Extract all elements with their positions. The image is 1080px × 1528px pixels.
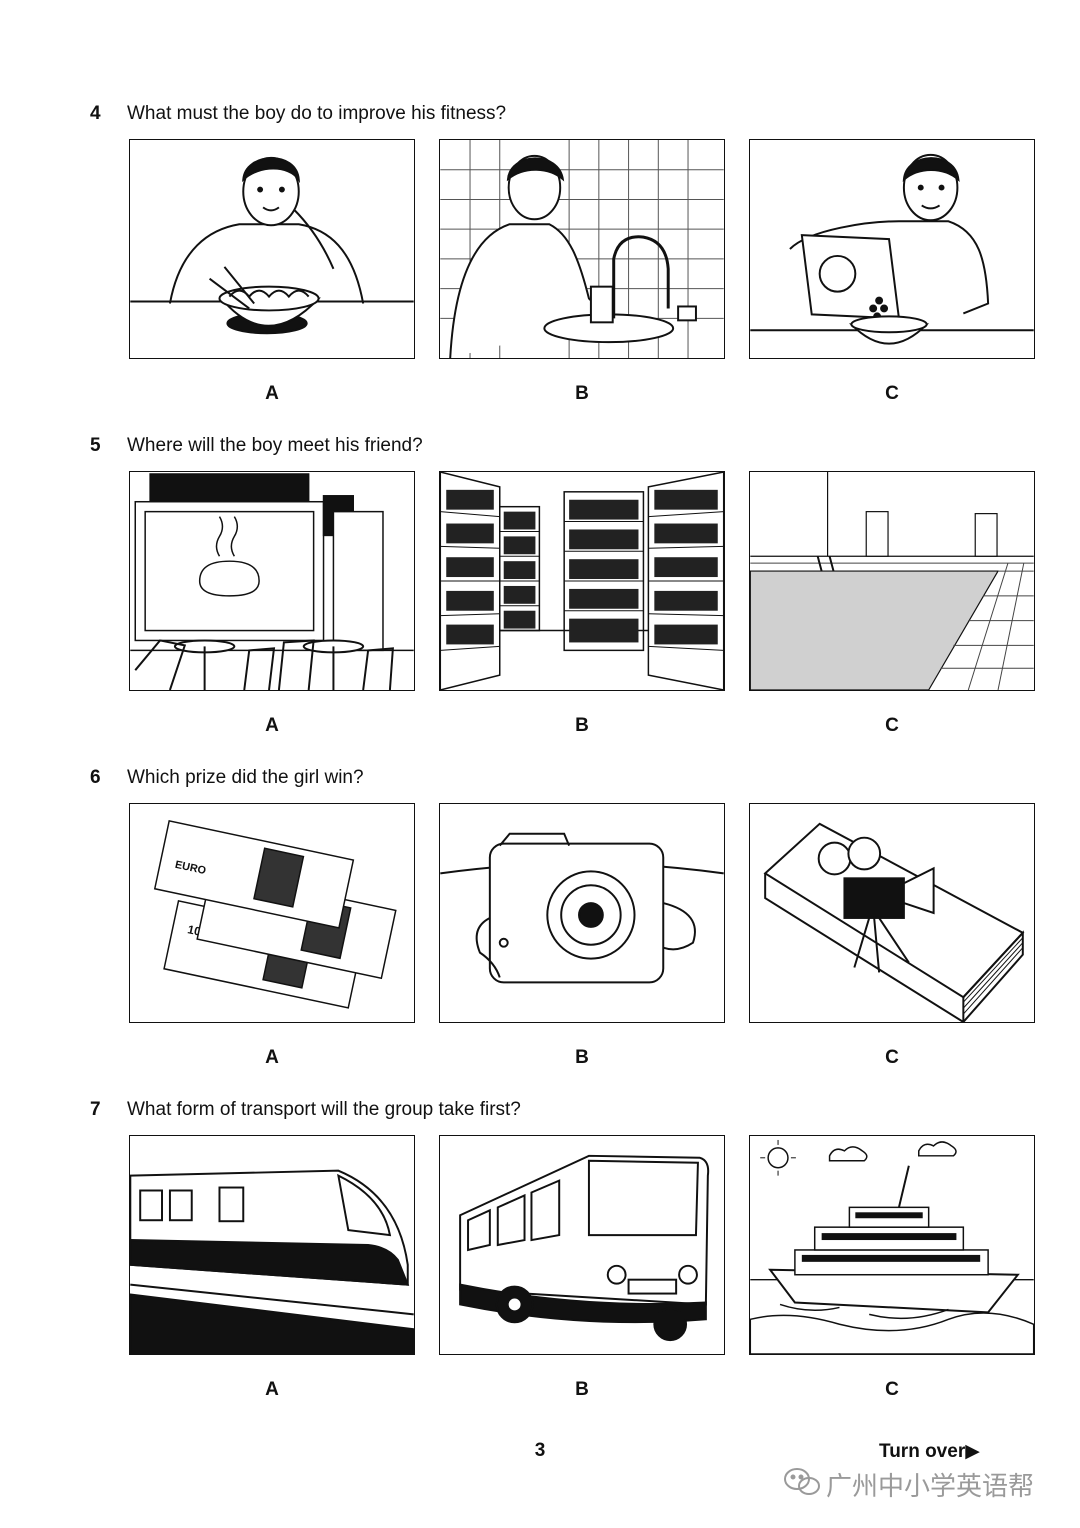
question-text: Where will the boy meet his friend? <box>127 435 423 456</box>
question-line: 5 Where will the boy meet his friend? <box>90 435 423 457</box>
wechat-icon <box>782 1466 822 1503</box>
question-line: 4 What must the boy do to improve his fit… <box>90 103 506 125</box>
option-label: C <box>885 1379 899 1400</box>
option-label: B <box>575 1379 589 1400</box>
option-picture-film-book[interactable] <box>749 803 1035 1023</box>
option-label: C <box>885 383 899 404</box>
question-text: What form of transport will the group ta… <box>127 1099 521 1120</box>
cafe-sign-text <box>227 481 231 498</box>
option-label: A <box>265 1047 279 1068</box>
option-label: C <box>885 715 899 736</box>
option-picture-boy-drinking-water[interactable] <box>439 139 725 359</box>
turn-over-label: Turn over▶ <box>879 1441 980 1462</box>
question-text: What must the boy do to improve his fitn… <box>127 103 507 124</box>
question-number: 4 <box>90 103 101 124</box>
option-label: A <box>265 1379 279 1400</box>
question-5: 5 Where will the boy meet his friend? <box>0 435 1080 755</box>
option-label: A <box>265 383 279 404</box>
question-4: 4 What must the boy do to improve his fit… <box>0 103 1080 423</box>
option-picture-bus[interactable] <box>439 1135 725 1355</box>
option-picture-camera[interactable] <box>439 803 725 1023</box>
option-picture-cafe[interactable] <box>129 471 415 691</box>
question-7: 7 What form of transport will the group t… <box>0 1099 1080 1419</box>
option-picture-train[interactable] <box>129 1135 415 1355</box>
question-number: 5 <box>90 435 101 456</box>
watermark-text: 广州中小学英语帮 <box>826 1471 1035 1501</box>
option-label: B <box>575 383 589 404</box>
option-label: B <box>575 1047 589 1068</box>
question-text: Which prize did the girl win? <box>127 767 364 788</box>
question-number: 6 <box>90 767 101 788</box>
option-picture-boy-pouring-cereal[interactable] <box>749 139 1035 359</box>
camera-brand <box>529 868 532 880</box>
question-line: 7 What form of transport will the group t… <box>90 1099 521 1121</box>
option-picture-swimming-pool[interactable] <box>749 471 1035 691</box>
page-number: 3 <box>534 1440 546 1461</box>
option-picture-library[interactable] <box>439 471 725 691</box>
question-6: 6 Which prize did the girl win? 10 EURO <box>0 767 1080 1087</box>
option-picture-ferry[interactable] <box>749 1135 1035 1355</box>
option-label: A <box>265 715 279 736</box>
option-picture-euro-banknotes[interactable]: 10 EURO <box>129 803 415 1023</box>
option-label: B <box>575 715 589 736</box>
option-label: C <box>885 1047 899 1068</box>
question-number: 7 <box>90 1099 101 1120</box>
question-line: 6 Which prize did the girl win? <box>90 767 364 789</box>
option-picture-boy-eating-salad[interactable] <box>129 139 415 359</box>
